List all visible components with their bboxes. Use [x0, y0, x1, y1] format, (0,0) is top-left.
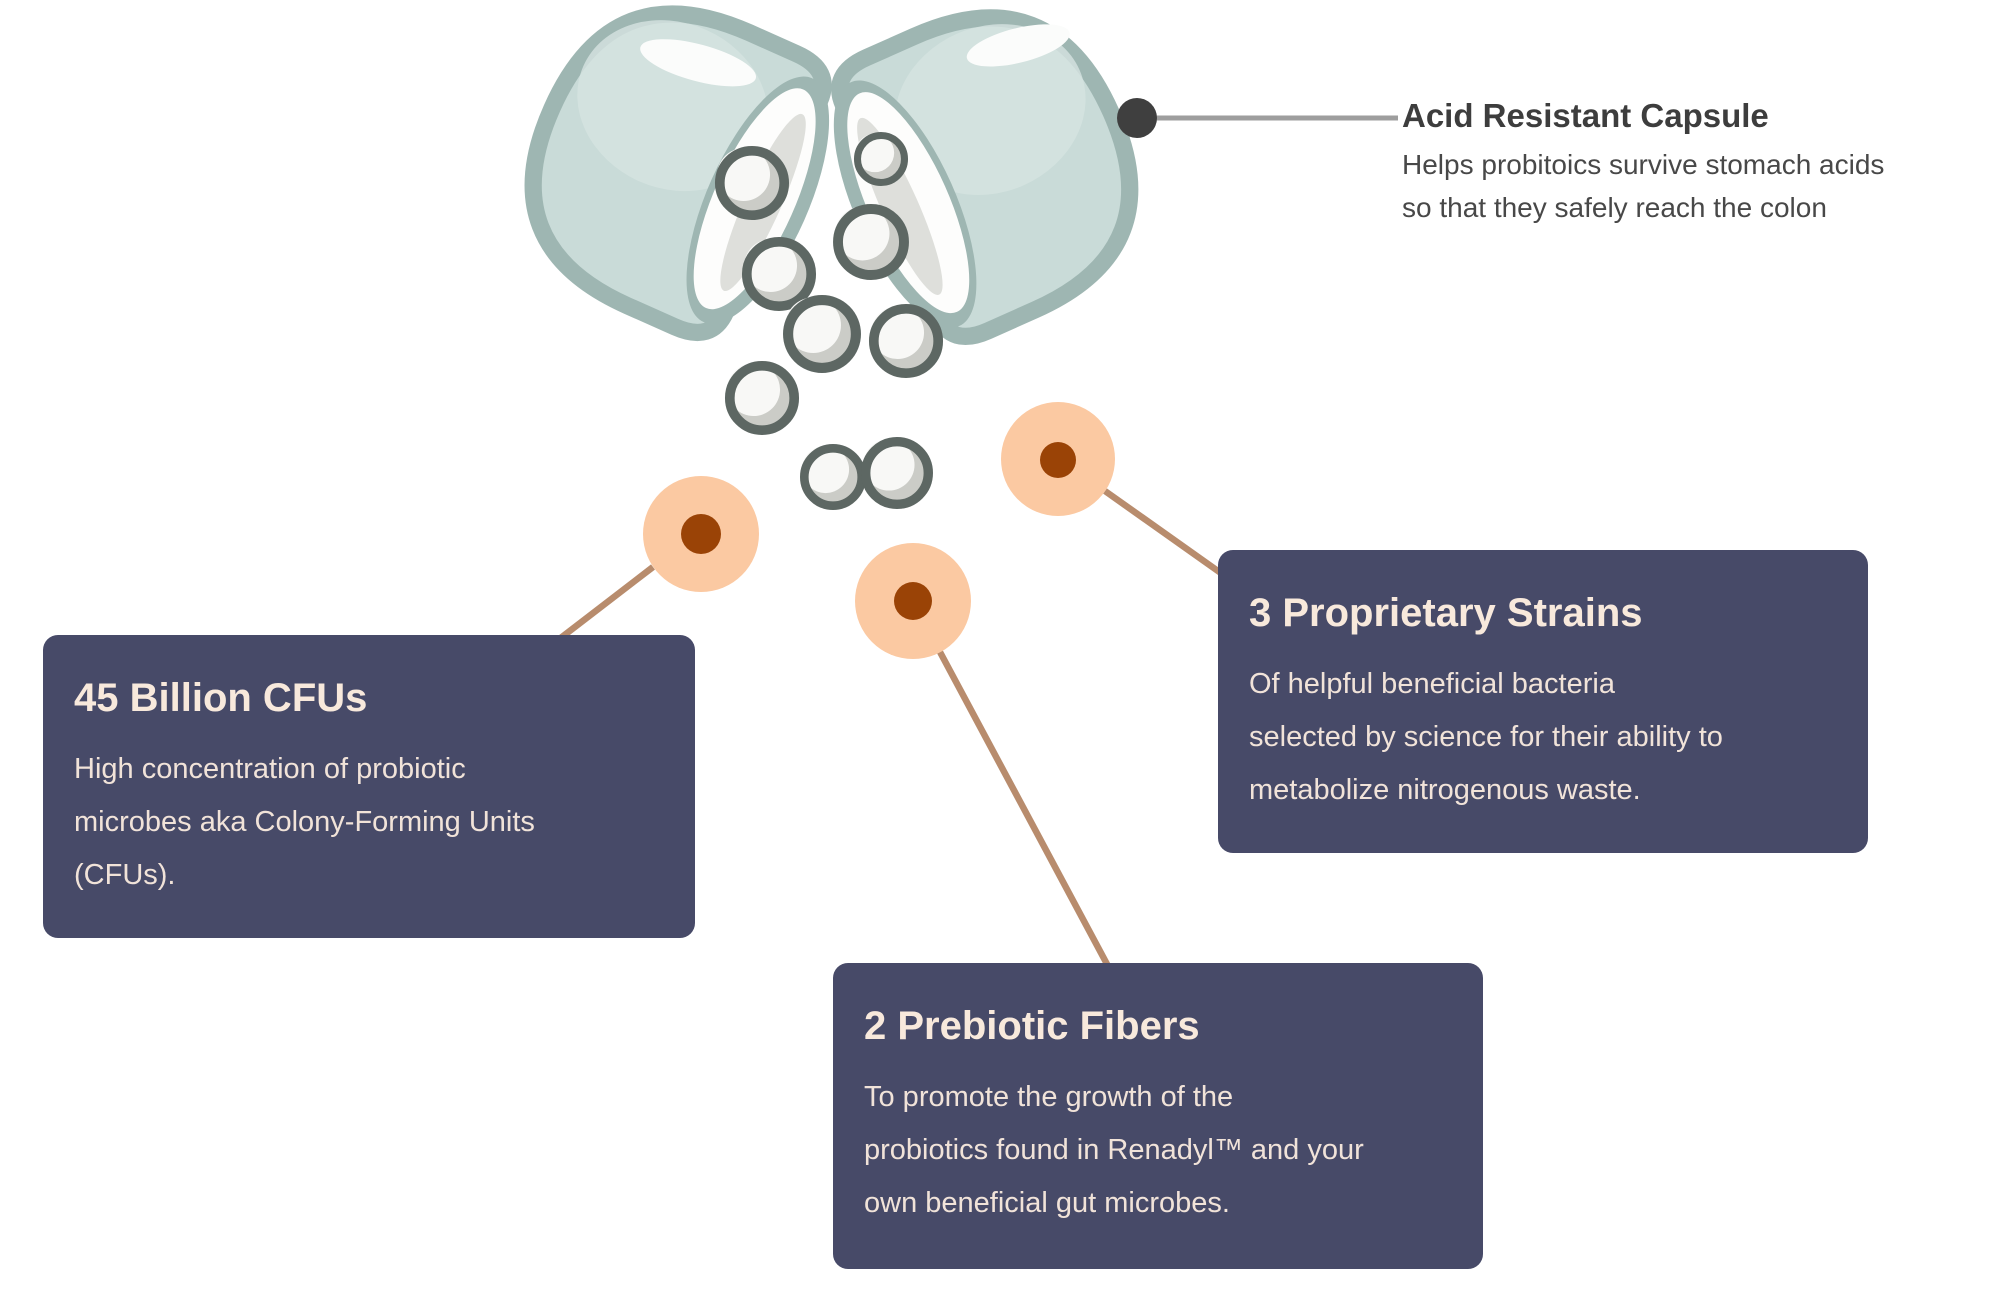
callout-fibers-line: probiotics found in Renadyl™ and your — [864, 1134, 1364, 1166]
capsule-label-line: Helps probitoics survive stomach acids — [1402, 149, 1885, 181]
probiotic-ball — [717, 148, 784, 215]
callout-cfus-line: microbes aka Colony-Forming Units — [74, 806, 535, 838]
connector-line-strains — [1103, 488, 1227, 579]
capsule-label: Acid Resistant Capsule Helps probitoics … — [1402, 95, 1884, 229]
probiotic-ball — [785, 297, 856, 368]
connector-line-cfus — [556, 564, 655, 643]
callout-cfus-line: (CFUs). — [74, 859, 176, 891]
connector-line-fibers — [937, 650, 1111, 968]
callout-cfus-title: 45 Billion CFUs — [74, 676, 368, 720]
probiotic-ball — [863, 439, 928, 504]
marker-dot — [894, 582, 932, 620]
probiotic-ball — [744, 239, 811, 306]
capsule-highlight — [966, 24, 1070, 67]
marker-circle-fibers — [855, 543, 971, 659]
probiotic-ball — [802, 446, 862, 506]
capsule-label-title: Acid Resistant Capsule — [1402, 97, 1769, 134]
marker-circle-cfus — [643, 476, 759, 592]
marker-dot — [681, 514, 721, 554]
probiotic-ball — [856, 134, 905, 183]
marker-circle-strains — [1001, 402, 1115, 516]
callout-cfus: 45 Billion CFUs High concentration of pr… — [43, 635, 695, 938]
callout-fibers-line: To promote the growth of the — [864, 1081, 1234, 1113]
capsule-highlight — [640, 39, 757, 87]
marker-dot — [1040, 442, 1076, 478]
capsule-right-half — [831, 9, 1139, 346]
callout-cfus-line: High concentration of probiotic — [74, 753, 466, 785]
capsule-label-body: Helps probitoics survive stomach acids s… — [1402, 143, 1884, 229]
callout-strains-line: selected by science for their ability to — [1249, 721, 1723, 753]
callout-strains-line: Of helpful beneficial bacteria — [1249, 668, 1615, 700]
callout-strains-title: 3 Proprietary Strains — [1249, 591, 1643, 635]
probiotic-ball — [871, 306, 938, 373]
probiotic-ball — [727, 363, 794, 430]
callout-strains-line: metabolize nitrogenous waste. — [1249, 774, 1641, 806]
callout-fibers-title: 2 Prebiotic Fibers — [864, 1004, 1200, 1048]
callout-fibers-line: own beneficial gut microbes. — [864, 1187, 1230, 1219]
callout-strains: 3 Proprietary Strains Of helpful benefic… — [1218, 550, 1868, 853]
callout-fibers: 2 Prebiotic Fibers To promote the growth… — [833, 963, 1483, 1269]
capsule-label-line: so that they safely reach the colon — [1402, 192, 1827, 224]
probiotic-ball — [835, 206, 904, 275]
capsule-marker-dot — [1117, 98, 1157, 138]
